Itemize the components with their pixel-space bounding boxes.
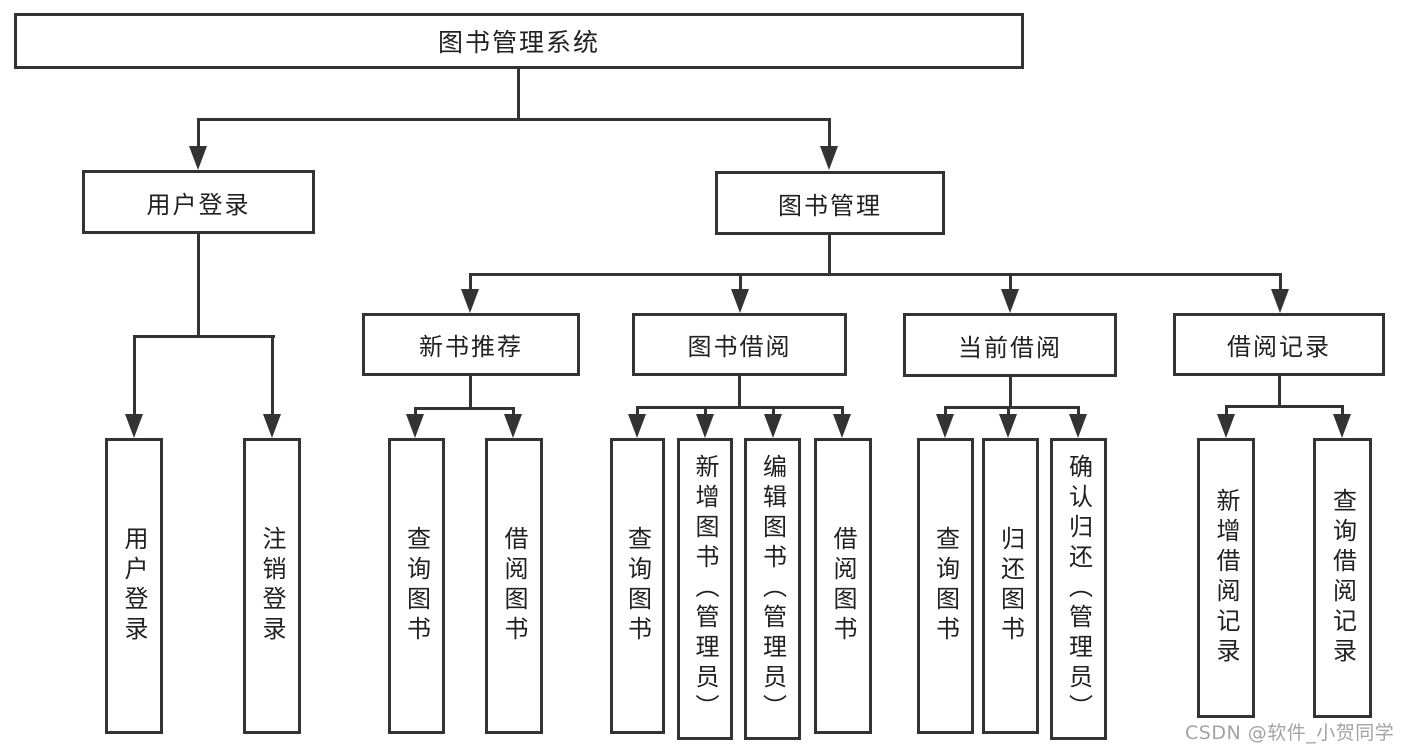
node-new-book-recommend: 新书推荐 — [362, 313, 580, 376]
arrow-down-icon — [263, 414, 281, 438]
leaf-query-borrow-record: 查询借阅记录 — [1313, 438, 1372, 718]
connector-line — [271, 335, 274, 419]
connector-line — [197, 118, 200, 152]
leaf-edit-books-admin: 编辑图书（管理员） — [744, 438, 801, 740]
connector-line — [469, 376, 472, 407]
node-label: 查询图书 — [623, 526, 652, 646]
leaf-borrow-books: 借阅图书 — [814, 438, 872, 734]
connector-line — [469, 273, 472, 293]
arrow-down-icon — [936, 414, 954, 438]
arrow-down-icon — [696, 414, 714, 438]
arrow-down-icon — [820, 146, 838, 170]
node-label: 用户登录 — [120, 526, 148, 646]
connector-line — [944, 406, 1080, 409]
arrow-down-icon — [406, 414, 424, 438]
node-label: 借阅图书 — [829, 526, 857, 646]
node-label: 图书管理 — [778, 191, 882, 220]
connector-line — [1278, 376, 1281, 405]
connector-line — [1007, 406, 1010, 418]
node-label: 查询图书 — [931, 526, 960, 646]
connector-line — [944, 406, 947, 418]
node-label: 查询图书 — [402, 526, 431, 646]
connector-line — [772, 406, 775, 418]
node-label: 注销登录 — [258, 526, 286, 646]
connector-line — [197, 118, 831, 121]
arrow-down-icon — [1333, 414, 1351, 438]
arrow-down-icon — [1271, 289, 1289, 313]
node-borrowing-records: 借阅记录 — [1173, 313, 1385, 376]
connector-line — [828, 235, 831, 275]
leaf-confirm-return-admin: 确认归还（管理员） — [1050, 438, 1107, 740]
node-label: 当前借阅 — [958, 333, 1062, 362]
connector-line — [133, 335, 275, 338]
leaf-user-login: 用户登录 — [105, 438, 163, 734]
connector-line — [512, 407, 515, 419]
connector-line — [1077, 406, 1080, 418]
connector-line — [469, 273, 1282, 276]
leaf-query-books: 查询图书 — [610, 438, 665, 734]
connector-line — [636, 406, 639, 418]
arrow-down-icon — [1069, 414, 1087, 438]
connector-line — [1009, 377, 1012, 406]
node-user-login: 用户登录 — [82, 170, 315, 234]
node-label: 新增图书（管理员） — [691, 454, 719, 724]
arrow-down-icon — [628, 414, 646, 438]
node-label: 借阅图书 — [500, 526, 528, 646]
connector-line — [1341, 405, 1344, 418]
node-label: 图书管理系统 — [437, 28, 600, 57]
connector-line — [414, 407, 417, 419]
node-label: 图书借阅 — [687, 333, 792, 361]
connector-line — [828, 118, 831, 152]
arrow-down-icon — [833, 414, 851, 438]
node-label: 确认归还（管理员） — [1064, 454, 1093, 724]
connector-line — [1279, 273, 1282, 293]
node-label: 用户登录 — [146, 190, 251, 219]
leaf-logout: 注销登录 — [243, 438, 301, 734]
connector-line — [1225, 405, 1228, 418]
connector-line — [1225, 405, 1344, 408]
leaf-query-books: 查询图书 — [388, 438, 445, 734]
arrow-down-icon — [504, 414, 522, 438]
node-book-management: 图书管理 — [715, 171, 945, 235]
node-book-borrowing: 图书借阅 — [632, 313, 847, 376]
node-label: 查询借阅记录 — [1328, 488, 1357, 668]
connector-line — [133, 335, 136, 419]
connector-line — [414, 407, 515, 410]
arrow-down-icon — [461, 289, 479, 313]
leaf-return-books: 归还图书 — [982, 438, 1039, 734]
leaf-query-books: 查询图书 — [917, 438, 974, 734]
leaf-add-books-admin: 新增图书（管理员） — [677, 438, 733, 740]
node-label: 借阅记录 — [1227, 333, 1331, 361]
connector-line — [636, 406, 844, 409]
arrow-down-icon — [1217, 414, 1235, 438]
arrow-down-icon — [1001, 289, 1019, 313]
connector-line — [841, 406, 844, 418]
arrow-down-icon — [731, 289, 749, 313]
node-root: 图书管理系统 — [14, 13, 1024, 69]
node-label: 编辑图书（管理员） — [758, 454, 787, 724]
node-label: 新增借阅记录 — [1212, 488, 1240, 668]
node-label: 归还图书 — [996, 526, 1025, 646]
leaf-borrow-books: 借阅图书 — [485, 438, 543, 734]
arrow-down-icon — [764, 414, 782, 438]
connector-line — [517, 68, 520, 120]
connector-line — [197, 234, 200, 337]
connector-line — [738, 376, 741, 406]
arrow-down-icon — [189, 146, 207, 170]
arrow-down-icon — [999, 414, 1017, 438]
watermark: CSDN @软件_小贺同学 — [1185, 722, 1395, 744]
node-label: 新书推荐 — [419, 333, 523, 361]
node-current-borrowing: 当前借阅 — [903, 313, 1117, 377]
leaf-add-borrow-record: 新增借阅记录 — [1197, 438, 1255, 718]
arrow-down-icon — [125, 414, 143, 438]
connector-line — [739, 273, 742, 293]
connector-line — [704, 406, 707, 418]
connector-line — [1009, 273, 1012, 293]
